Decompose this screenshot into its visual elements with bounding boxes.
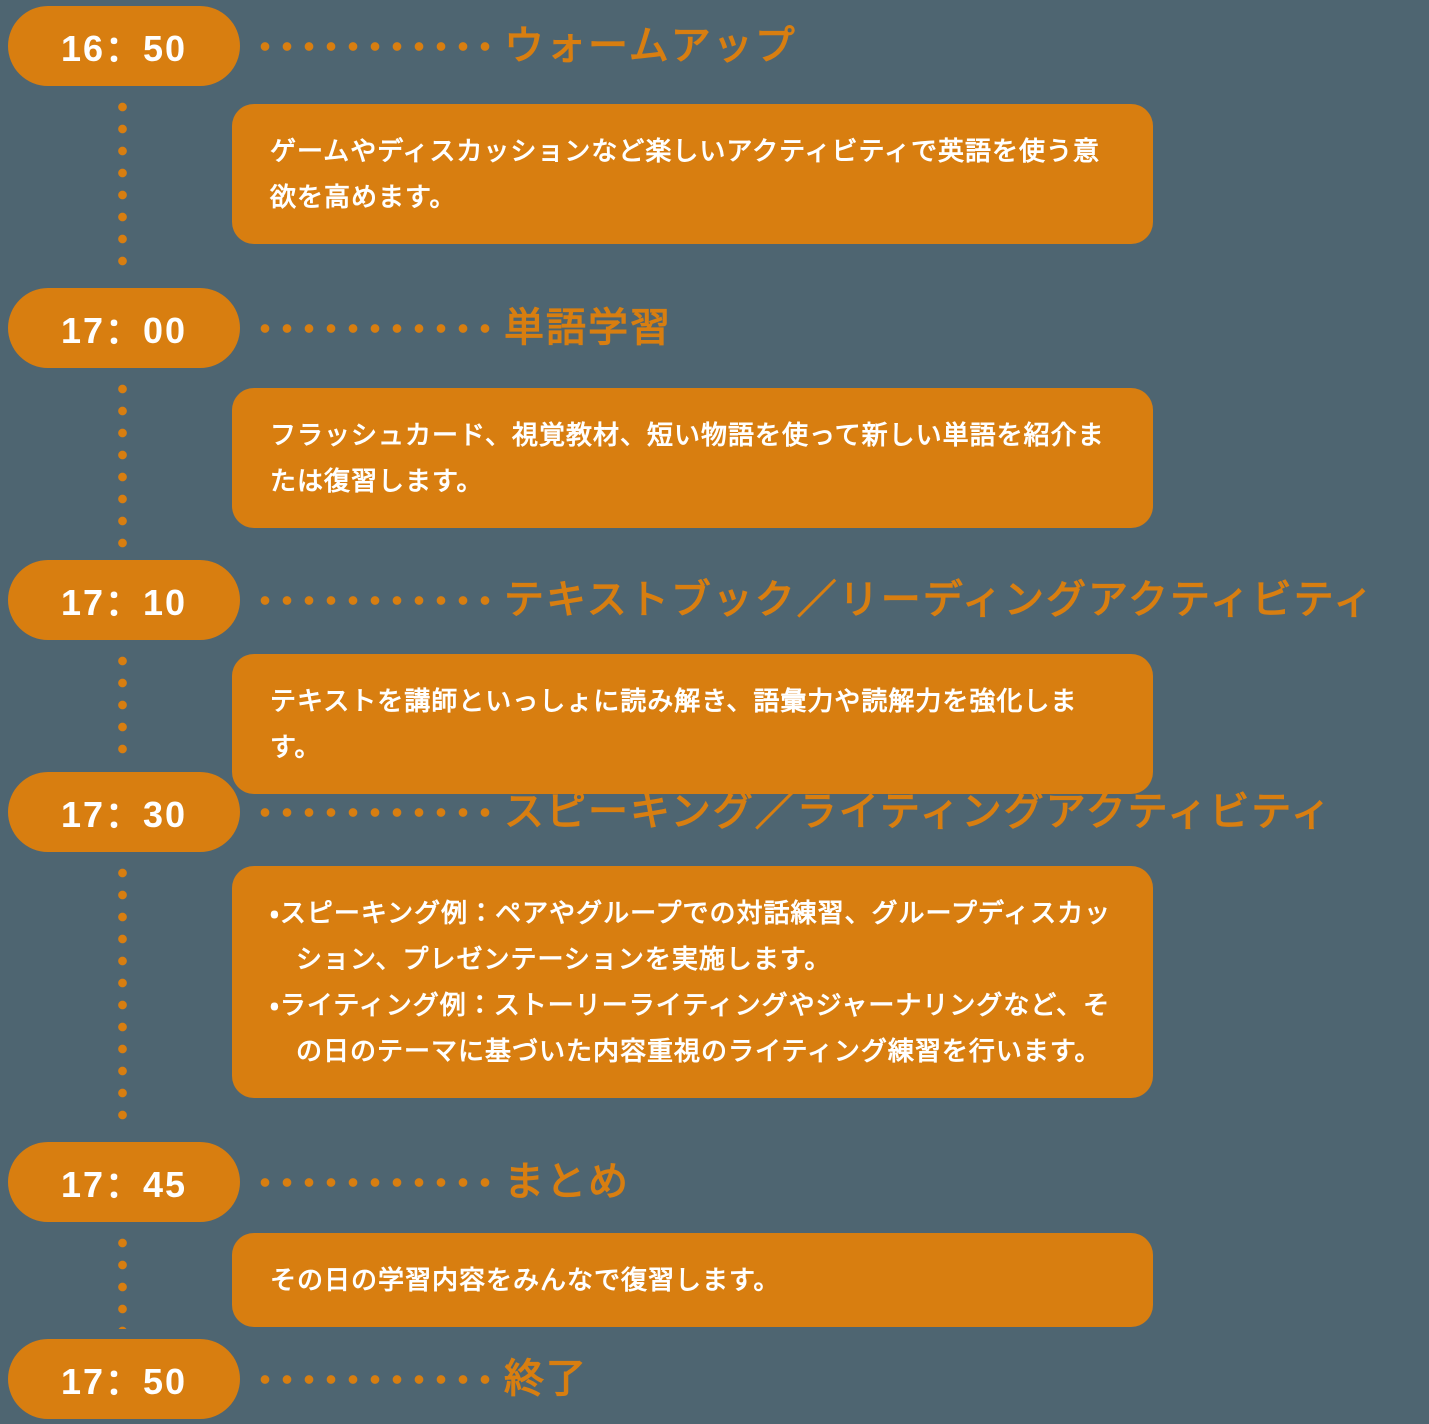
description-card: ゲームやディスカッションなど楽しいアクティビティで英語を使う意欲を高めます。 [232,104,1153,244]
dotted-line-icon [254,42,492,51]
section-title: 終了 [504,1357,588,1401]
bullet-item: ・スピーキング例：ペアやグループでの対話練習、グループディスカッション、プレゼン… [270,890,1115,982]
bullet-text: スピーキング例：ペアやグループでの対話練習、グループディスカッション、プレゼンテ… [279,898,1112,974]
dotted-line-icon [118,96,127,278]
bullet-marker: ・ [270,990,280,1020]
description-text: テキストを講師といっしょに読み解き、語彙力や読解力を強化します。 [270,686,1078,762]
bullet-item: ・ライティング例：ストーリーライティングやジャーナリングなど、その日のテーマに基… [270,982,1115,1074]
description-card: その日の学習内容をみんなで復習します。 [232,1233,1153,1327]
section-title: 単語学習 [504,306,672,350]
time-label: 16：50 [60,28,188,69]
time-badge: 16：50 [8,6,240,86]
dotted-line-icon [118,378,127,550]
section-title: まとめ [504,1160,630,1204]
dotted-line-icon [118,862,127,1132]
bullet-marker: ・ [270,898,280,928]
description-text: ゲームやディスカッションなど楽しいアクティビティで英語を使う意欲を高めます。 [270,136,1100,212]
bullet-list: ・スピーキング例：ペアやグループでの対話練習、グループディスカッション、プレゼン… [270,890,1115,1074]
time-label: 17：00 [60,310,188,351]
dotted-line-icon [254,1178,492,1187]
dotted-line-icon [118,650,127,762]
description-text: その日の学習内容をみんなで復習します。 [270,1265,781,1295]
time-badge: 17：00 [8,288,240,368]
bullet-text: ライティング例：ストーリーライティングやジャーナリングなど、その日のテーマに基づ… [279,990,1111,1066]
time-badge: 17：45 [8,1142,240,1222]
dotted-line-icon [254,324,492,333]
time-badge: 17：10 [8,560,240,640]
time-label: 17：30 [60,794,188,835]
dotted-line-icon [254,808,492,817]
time-label: 17：50 [60,1361,188,1402]
dotted-line-icon [118,1232,127,1329]
section-title: ウォームアップ [504,24,797,68]
description-card: テキストを講師といっしょに読み解き、語彙力や読解力を強化します。 [232,654,1153,794]
time-label: 17：45 [60,1164,188,1205]
description-card: フラッシュカード、視覚教材、短い物語を使って新しい単語を紹介または復習します。 [232,388,1153,528]
dotted-line-icon [254,1375,492,1384]
time-badge: 17：30 [8,772,240,852]
section-title: テキストブック／リーディングアクティビティ [504,578,1376,622]
time-badge: 17：50 [8,1339,240,1419]
description-text: フラッシュカード、視覚教材、短い物語を使って新しい単語を紹介または復習します。 [270,420,1105,496]
dotted-line-icon [254,596,492,605]
section-title: スピーキング／ライティングアクティビティ [504,790,1333,834]
time-label: 17：10 [60,582,188,623]
description-card: ・スピーキング例：ペアやグループでの対話練習、グループディスカッション、プレゼン… [232,866,1153,1098]
